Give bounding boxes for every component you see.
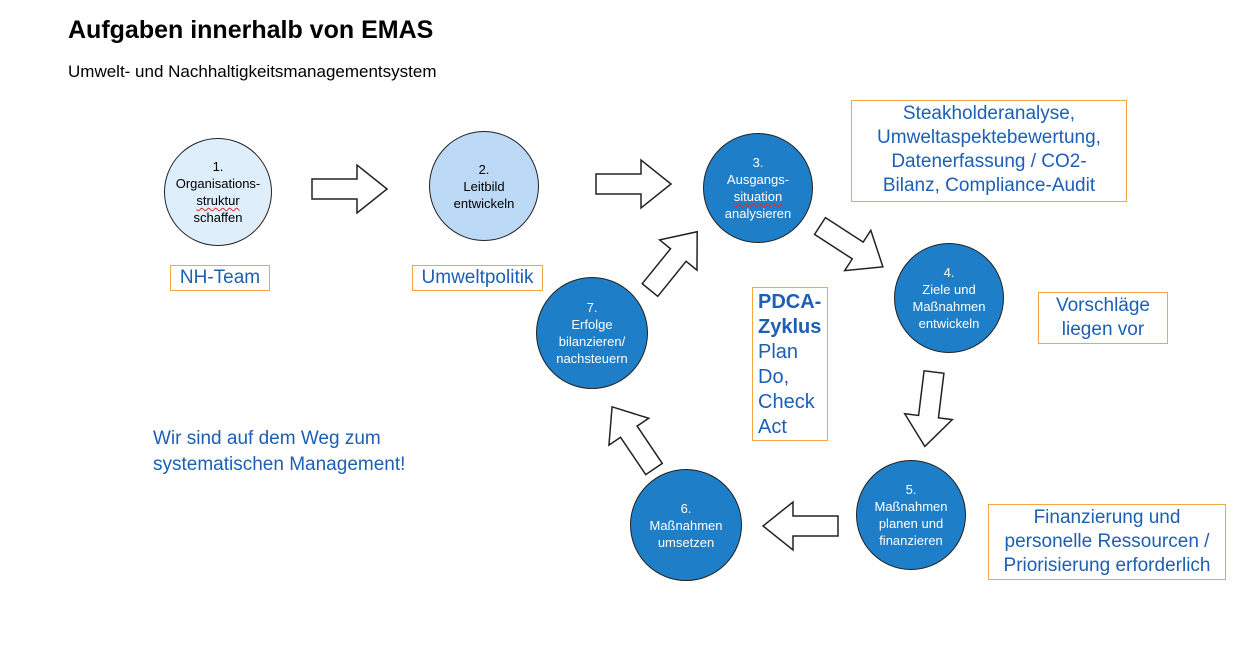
step-label-line: situation — [733, 189, 783, 204]
note-nh-team: NH-Team — [170, 265, 270, 291]
motto-line: Wir sind auf dem Weg zum — [153, 428, 381, 449]
arrow-step5-to-step6 — [761, 500, 839, 552]
note-text: Datenerfassung / CO2- — [891, 151, 1087, 172]
step-number: 3. — [752, 155, 764, 170]
motto-text: Wir sind auf dem Weg zum systematischen … — [153, 426, 405, 478]
step-4-circle: 4. Ziele und Maßnahmen entwickeln — [894, 243, 1004, 353]
arrow-step2-to-step3 — [595, 158, 673, 210]
arrow-step3-to-step4 — [813, 216, 884, 272]
step-3-circle: 3. Ausgangs- situation analysieren — [703, 133, 813, 243]
step-label-line: Maßnahmen — [874, 499, 948, 514]
step-number: 4. — [943, 265, 955, 280]
step-label-line: bilanzieren/ — [558, 334, 626, 349]
arrow-step6-to-step7 — [608, 405, 664, 476]
note-text: Umweltaspektebewertung, — [877, 127, 1101, 148]
pdca-cycle-box: PDCA- Zyklus Plan Do, Check Act — [752, 287, 828, 441]
note-proposals: Vorschläge liegen vor — [1038, 292, 1168, 344]
note-text: Bilanz, Compliance-Audit — [882, 175, 1096, 196]
page-subtitle: Umwelt- und Nachhaltigkeitsmanagementsys… — [68, 62, 437, 81]
step-label-line: Maßnahmen — [912, 299, 986, 314]
step-number: 5. — [905, 482, 917, 497]
pdca-phase: Plan — [758, 341, 799, 363]
step-7-circle: 7. Erfolge bilanzieren/ nachsteuern — [536, 277, 648, 389]
step-number: 7. — [586, 300, 598, 315]
step-2-circle: 2. Leitbild entwickeln — [429, 131, 539, 241]
arrow-step4-to-step5 — [903, 369, 954, 448]
step-label-line: schaffen — [193, 210, 243, 225]
note-text: Vorschläge — [1055, 295, 1150, 316]
pdca-phase: Do, — [758, 366, 790, 388]
step-6-circle: 6. Maßnahmen umsetzen — [630, 469, 742, 581]
note-text: Umweltpolitik — [421, 267, 534, 288]
note-finance: Finanzierung und personelle Ressourcen /… — [988, 504, 1226, 580]
step-label-line: entwickeln — [453, 195, 515, 211]
pdca-title-line: Zyklus — [758, 316, 822, 338]
note-text: Priorisierung erforderlich — [1003, 555, 1211, 576]
step-number: 1. — [212, 159, 224, 174]
step-label-line: struktur — [196, 193, 240, 208]
note-umweltpolitik: Umweltpolitik — [412, 265, 543, 291]
step-1-circle: 1. Organisations- struktur schaffen — [164, 138, 272, 246]
page-title: Aufgaben innerhalb von EMAS — [68, 16, 434, 44]
note-text: Steakholderanalyse, — [902, 103, 1076, 124]
step-label-line: finanzieren — [879, 533, 943, 548]
pdca-phase: Check — [758, 391, 815, 413]
step-label-line: nachsteuern — [556, 351, 628, 366]
note-text: Finanzierung und — [1033, 507, 1181, 528]
step-number: 2. — [478, 161, 490, 177]
arrow-step1-to-step2 — [311, 163, 389, 215]
step-label-line: umsetzen — [657, 534, 715, 550]
step-label-line: entwickeln — [918, 316, 980, 331]
note-text: liegen vor — [1061, 319, 1145, 340]
note-analysis: Steakholderanalyse, Umweltaspektebewertu… — [851, 100, 1127, 202]
step-label-line: planen und — [878, 516, 944, 531]
note-text: personelle Ressourcen / — [1004, 531, 1210, 552]
step-label-line: Maßnahmen — [649, 517, 723, 533]
arrow-step7-to-step3 — [641, 230, 698, 298]
pdca-phase: Act — [758, 416, 787, 438]
note-text: NH-Team — [179, 267, 261, 288]
motto-line: systematischen Management! — [153, 454, 406, 475]
step-number: 6. — [680, 500, 692, 516]
step-label-line: Ausgangs- — [726, 172, 790, 187]
step-5-circle: 5. Maßnahmen planen und finanzieren — [856, 460, 966, 570]
step-label-line: Erfolge — [571, 317, 613, 332]
step-label-line: analysieren — [724, 206, 792, 221]
step-label-line: Ziele und — [922, 282, 976, 297]
step-label-line: Organisations- — [175, 176, 261, 191]
step-label-line: Leitbild — [463, 178, 505, 194]
pdca-title-line: PDCA- — [758, 291, 822, 313]
